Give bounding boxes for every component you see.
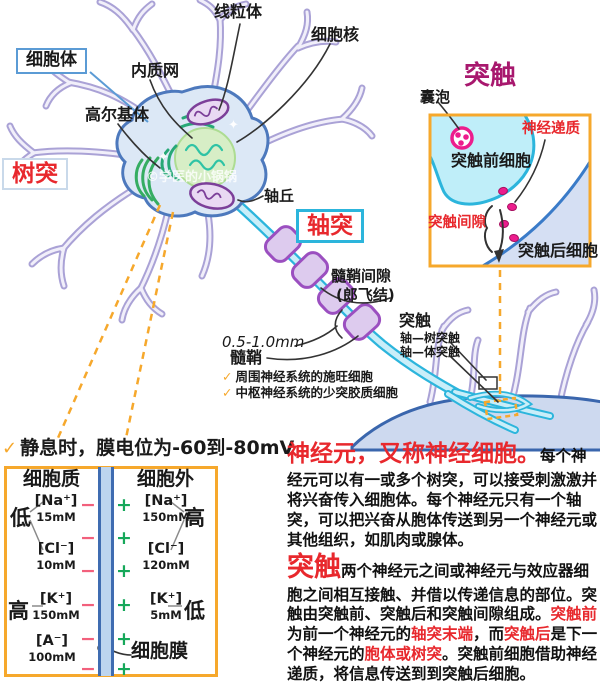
mitochondrion-top bbox=[186, 98, 230, 126]
axo-dendritic-label: 轴—树突触 bbox=[400, 331, 461, 345]
cytoplasm-header: 细胞质 bbox=[23, 468, 81, 490]
cell-membrane-bar bbox=[98, 467, 114, 676]
golgi-apparatus bbox=[134, 156, 160, 206]
synapse-definition-paragraph: 突触两个神经元之间或神经元与效应器细胞之间相互接触、并借以传递信息的部位。突触由… bbox=[287, 552, 598, 683]
myelin-gap-label: 髓鞘间隙 bbox=[331, 267, 392, 285]
schwann-cell-note: ✓周围神经系统的施旺细胞 bbox=[222, 369, 373, 384]
synapse-types-title: 突触 bbox=[399, 311, 432, 330]
internode-length-label: 0.5-1.0mm bbox=[222, 333, 305, 351]
minus-sign: − bbox=[80, 658, 96, 680]
postsynaptic-membrane bbox=[479, 158, 590, 266]
minus-sign: − bbox=[80, 527, 96, 549]
chromatin bbox=[184, 143, 226, 171]
plus-sign: + bbox=[116, 527, 132, 549]
cell-membrane-label: 细胞膜 bbox=[131, 640, 189, 662]
resting-potential-note: ✓静息时，膜电位为-60到-80mV bbox=[2, 437, 295, 459]
cleft-arrowhead bbox=[494, 249, 504, 263]
presynaptic-label: 突触前细胞 bbox=[451, 151, 532, 170]
neuron-definition-title: 神经元，又称神经细胞。 bbox=[287, 441, 540, 467]
golgi-label: 高尔基体 bbox=[85, 105, 150, 124]
vesicle-label: 囊泡 bbox=[420, 88, 451, 106]
neurotransmitter-label: 神经递质 bbox=[522, 121, 580, 137]
low-label-right: 低 bbox=[184, 599, 205, 623]
plus-sign: + bbox=[116, 494, 132, 516]
neuron-definition-paragraph: 神经元，又称神经细胞。每个神经元可以有一或多个树突，可以接受刺激激并将兴奋传入细… bbox=[287, 441, 598, 550]
cell-body-label: 细胞体 bbox=[16, 48, 87, 74]
postsynaptic-label: 突触后细胞 bbox=[518, 241, 599, 260]
myelin-segments bbox=[263, 225, 382, 341]
cleft-brace-and-arrow bbox=[437, 101, 546, 253]
axon-hillock-label: 轴丘 bbox=[264, 187, 295, 205]
low-label-left: 低 bbox=[10, 506, 31, 530]
cellbody-leader bbox=[89, 71, 149, 123]
plus-sign: + bbox=[116, 560, 132, 582]
cell-body bbox=[115, 85, 270, 218]
inset-frame bbox=[428, 113, 592, 268]
chloride-inside: [Cl⁻]10mM bbox=[36, 541, 76, 573]
sodium-inside: [Na⁺]15mM bbox=[34, 493, 78, 525]
dendrite-label: 树突 bbox=[2, 158, 68, 191]
sparkle-icon: ✦ bbox=[228, 118, 239, 133]
nucleus-label: 细胞核 bbox=[311, 25, 360, 44]
plus-sign: + bbox=[116, 628, 132, 650]
table-connector-lines bbox=[29, 501, 185, 607]
myelin-sheath-label: 髓鞘 bbox=[230, 348, 263, 367]
axo-somatic-label: 轴—体突触 bbox=[400, 345, 461, 359]
mitochondrion-bottom bbox=[189, 182, 235, 210]
check-icon: ✓ bbox=[2, 438, 18, 459]
extracellular-header: 细胞外 bbox=[137, 468, 195, 490]
potassium-inside: [K⁺]150mM bbox=[32, 591, 80, 623]
oligodendrocyte-note: ✓中枢神经系统的少突胶质细胞 bbox=[222, 385, 398, 400]
synapse-inset-title: 突触 bbox=[464, 61, 517, 91]
check-icon: ✓ bbox=[222, 385, 233, 400]
sparkle-icon: ✦ bbox=[158, 150, 169, 165]
synapse-definition-title: 突触 bbox=[287, 552, 341, 583]
check-icon: ✓ bbox=[222, 369, 233, 384]
axon-label: 轴突 bbox=[296, 209, 364, 244]
minus-sign: − bbox=[80, 494, 96, 516]
high-label-left: 高 bbox=[8, 599, 29, 623]
sodium-outside: [Na⁺]150mM bbox=[142, 493, 190, 525]
synapse-inset bbox=[428, 101, 592, 268]
plus-sign: + bbox=[116, 594, 132, 616]
potassium-outside: [K⁺]5mM bbox=[149, 591, 183, 623]
watermark: ©学医的小锅锅 bbox=[146, 170, 238, 185]
dashed-zoom-lines bbox=[56, 204, 519, 439]
er-label: 内质网 bbox=[131, 61, 180, 80]
node-of-ranvier-label: (郎飞结) bbox=[336, 286, 395, 304]
chloride-outside: [Cl⁻]120mM bbox=[142, 541, 190, 573]
minus-sign: − bbox=[80, 628, 96, 650]
anion-inside: [A⁻]100mM bbox=[28, 633, 76, 665]
plus-sign: + bbox=[116, 658, 132, 680]
high-label-right: 高 bbox=[184, 506, 205, 530]
vesicle-contents bbox=[455, 132, 469, 146]
minus-sign: − bbox=[80, 594, 96, 616]
mitochondria-label: 线粒体 bbox=[214, 2, 263, 21]
minus-sign: − bbox=[80, 560, 96, 582]
synaptic-cleft-label: 突触间隙 bbox=[428, 215, 486, 231]
